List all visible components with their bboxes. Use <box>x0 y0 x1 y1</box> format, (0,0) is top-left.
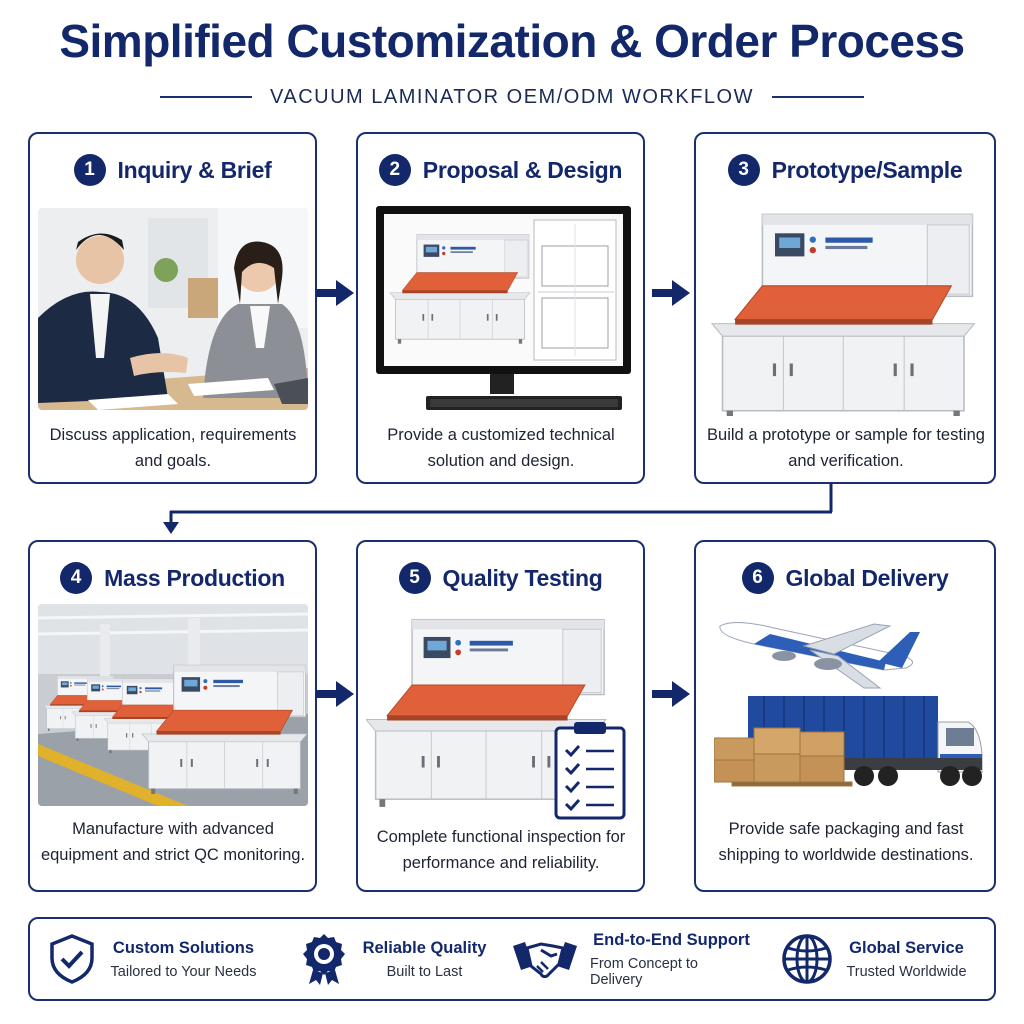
globe-icon <box>782 934 833 984</box>
arrow-right-icon <box>652 681 690 707</box>
step-header-6: 6 Global Delivery <box>696 558 994 598</box>
page-subtitle: VACUUM LAMINATOR OEM/ODM WORKFLOW <box>270 85 754 108</box>
checklist-icon <box>554 722 626 820</box>
step-header-4: 4 Mass Production <box>30 558 315 598</box>
laminator-machine <box>702 206 990 416</box>
step-card-2: 2 Proposal & Design Provide a customized… <box>356 132 645 484</box>
step-number-badge: 3 <box>727 154 760 186</box>
step-number-badge: 4 <box>60 562 93 594</box>
monitor-design <box>366 206 636 416</box>
meeting-photo <box>38 208 308 410</box>
step-description: Complete functional inspection for perfo… <box>376 828 626 872</box>
step-header-5: 5 Quality Testing <box>358 558 643 598</box>
shield-check-icon <box>49 934 94 984</box>
step-card-4: 4 Mass Production Manufacture with advan… <box>28 540 317 892</box>
feature-title: Global Service <box>849 938 964 957</box>
plane-truck <box>714 604 992 804</box>
step-title: Global Delivery <box>785 564 949 591</box>
step-description: Build a prototype or sample for testing … <box>707 426 985 470</box>
boxes-icon <box>714 727 853 787</box>
step-header-3: 3 Prototype/Sample <box>696 150 994 190</box>
feature-end-to-end-support: End-to-End Support From Concept to Deliv… <box>512 919 753 999</box>
feature-subtitle: Tailored to Your Needs <box>110 963 257 980</box>
step-description: Provide safe packaging and fast shipping… <box>718 820 974 864</box>
airplane-icon <box>719 622 920 689</box>
step-number-badge: 6 <box>741 562 774 594</box>
arrow-right-icon <box>316 280 354 306</box>
arrow-right-icon <box>316 681 354 707</box>
feature-subtitle: Built to Last <box>386 963 463 980</box>
step-number-badge: 2 <box>378 154 411 186</box>
feature-subtitle: From Concept to Delivery <box>590 955 698 988</box>
step-title: Inquiry & Brief <box>117 156 272 183</box>
step-title: Proposal & Design <box>422 156 623 183</box>
arrow-right-icon <box>652 280 690 306</box>
step-description: Discuss application, requirements and go… <box>49 426 297 470</box>
arrow-connector-icon <box>163 484 833 534</box>
step-description: Manufacture with advanced equipment and … <box>40 820 306 864</box>
feature-custom-solutions: Custom Solutions Tailored to Your Needs <box>30 919 271 999</box>
feature-title: Reliable Quality <box>362 938 487 957</box>
award-ribbon-icon <box>302 934 345 985</box>
feature-title: Custom Solutions <box>112 938 255 957</box>
step-description: Provide a customized technical solution … <box>387 426 615 470</box>
feature-subtitle: Trusted Worldwide <box>846 963 967 980</box>
feature-title: End-to-End Support <box>593 930 750 949</box>
step-card-6: 6 Global Delivery <box>694 540 996 892</box>
subtitle-row: VACUUM LAMINATOR OEM/ODM WORKFLOW <box>0 82 1024 112</box>
handshake-icon <box>513 942 577 979</box>
feature-reliable-quality: Reliable Quality Built to Last <box>271 919 512 999</box>
step-header-2: 2 Proposal & Design <box>358 150 643 190</box>
step-header-1: 1 Inquiry & Brief <box>30 150 315 190</box>
page-title: Simplified Customization & Order Process <box>59 15 965 67</box>
step-number-badge: 1 <box>73 154 106 186</box>
laminator-checklist <box>366 608 636 820</box>
subtitle-rule-right <box>771 96 864 98</box>
features-bar: Custom Solutions Tailored to Your Needs … <box>28 917 996 1001</box>
step-title: Mass Production <box>104 564 285 591</box>
step-title: Quality Testing <box>442 564 603 591</box>
step-card-3: 3 Prototype/Sample Build a prototype or … <box>694 132 996 484</box>
step-number-badge: 5 <box>398 562 431 594</box>
step-title: Prototype/Sample <box>771 156 963 183</box>
step-card-5: 5 Quality Testing <box>356 540 645 892</box>
factory-line <box>38 604 308 806</box>
subtitle-rule-left <box>160 96 253 98</box>
step-card-1: 1 Inquiry & Brief Dis <box>28 132 317 484</box>
feature-global-service: Global Service Trusted Worldwide <box>753 919 994 999</box>
